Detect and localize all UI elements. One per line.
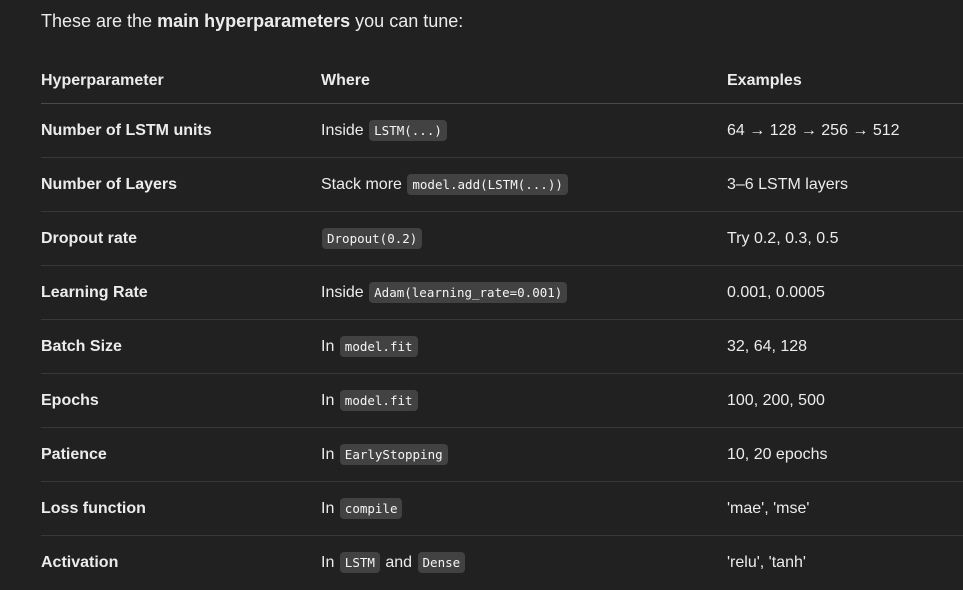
- inline-code: Dropout(0.2): [322, 227, 423, 249]
- hyperparameter-name: Dropout rate: [41, 211, 321, 266]
- inline-code: model.fit: [339, 389, 418, 411]
- intro-text: These are the main hyperparameters you c…: [41, 9, 463, 33]
- where-cell: In model.fit: [321, 319, 727, 374]
- examples-cell: 'relu', 'tanh': [727, 553, 806, 571]
- where-cell: In EarlyStopping: [321, 427, 727, 482]
- where-cell: Stack more model.add(LSTM(...)): [321, 157, 727, 212]
- where-prefix: In: [321, 337, 335, 355]
- hyperparameter-name: Loss function: [41, 481, 321, 536]
- intro-prefix: These are the: [41, 11, 158, 31]
- hyperparameter-name: Epochs: [41, 373, 321, 428]
- where-prefix: Inside: [321, 121, 364, 139]
- inline-code: Dense: [417, 551, 466, 573]
- header-examples: Examples: [727, 59, 963, 104]
- examples-cell: 0.001, 0.0005: [727, 265, 963, 320]
- inline-code: EarlyStopping: [339, 443, 448, 465]
- where-joiner: and: [385, 553, 413, 571]
- hyperparameter-name: Number of Layers: [41, 157, 321, 212]
- where-cell: Inside Adam(learning_rate=0.001): [321, 265, 727, 320]
- hyperparameter-name: Batch Size: [41, 319, 321, 374]
- examples-cell: 3–6 LSTM layers: [727, 157, 963, 212]
- where-cell: In LSTM and Dense: [321, 536, 727, 590]
- where-prefix: In: [321, 445, 335, 463]
- examples-cell: 10, 20 epochs: [727, 427, 963, 482]
- header-where: Where: [321, 59, 727, 104]
- where-prefix: Stack more: [321, 175, 402, 193]
- where-prefix: In: [321, 391, 335, 409]
- where-cell: In model.fit: [321, 373, 727, 428]
- examples-cell: 'mae', 'mse': [727, 481, 963, 536]
- intro-bold: main hyperparameters: [157, 11, 351, 31]
- examples-cell: 32, 64, 128: [727, 319, 963, 374]
- inline-code: model.add(LSTM(...)): [407, 173, 568, 195]
- where-cell: Dropout(0.2): [321, 211, 727, 266]
- inline-code: LSTM(...): [369, 119, 447, 141]
- inline-code: model.fit: [339, 335, 418, 357]
- intro-suffix: you can tune:: [350, 11, 464, 31]
- header-hyperparameter: Hyperparameter: [41, 59, 321, 104]
- where-prefix: In: [321, 553, 335, 571]
- where-prefix: In: [321, 499, 335, 517]
- examples-cell: 100, 200, 500: [727, 373, 963, 428]
- where-cell: In compile: [321, 481, 727, 536]
- examples-cell: 64 → 128 → 256 → 512: [727, 103, 963, 158]
- hyperparameter-name: Number of LSTM units: [41, 103, 321, 158]
- hyperparameter-table: Hyperparameter Where Examples Number of …: [41, 59, 963, 589]
- table-header-row: Hyperparameter Where Examples: [41, 59, 963, 104]
- hyperparameter-name: Activation: [41, 553, 119, 571]
- hyperparameter-name: Learning Rate: [41, 265, 321, 320]
- inline-code: Adam(learning_rate=0.001): [369, 281, 568, 303]
- inline-code: compile: [339, 497, 403, 519]
- where-prefix: Inside: [321, 283, 364, 301]
- hyperparameter-name: Patience: [41, 427, 321, 482]
- where-cell: Inside LSTM(...): [321, 103, 727, 158]
- examples-cell: Try 0.2, 0.3, 0.5: [727, 211, 963, 266]
- inline-code: LSTM: [339, 551, 380, 573]
